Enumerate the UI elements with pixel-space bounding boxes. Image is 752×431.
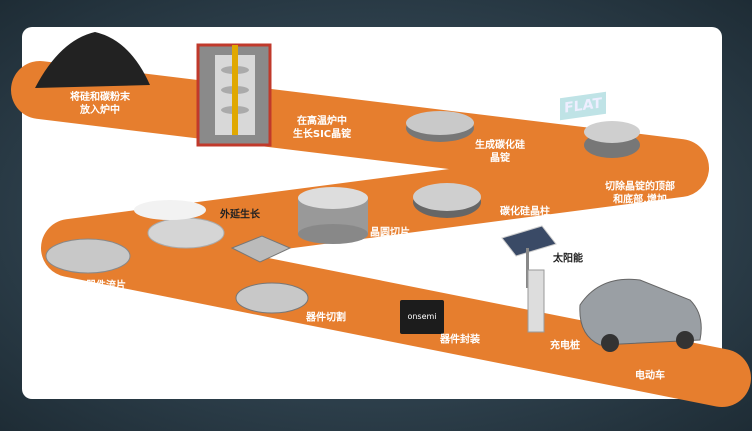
step-label-fab: 器件流片: [86, 280, 126, 292]
furnace-image: [196, 43, 272, 147]
step-label-powder: 将硅和碳粉末 放入炉中: [70, 92, 130, 116]
powder-pile-image: [35, 32, 150, 88]
charging-post-image: [527, 269, 545, 333]
process-band: [11, 61, 751, 407]
onsemi-chip: onsemi: [400, 300, 444, 334]
step-label-boule: 生成碳化硅 晶锭: [475, 140, 525, 164]
step-label-ev: 电动车: [635, 370, 665, 382]
step-label-dicing: 器件切割: [306, 312, 346, 324]
electric-car-image: [579, 278, 702, 346]
step-label-column: 碳化硅晶柱: [500, 206, 550, 218]
step-label-solar: 太阳能: [553, 253, 583, 265]
step-label-charger: 充电桩: [550, 340, 580, 352]
die-image: [230, 235, 292, 263]
epitaxy-wafer-image: [147, 217, 225, 249]
diced-wafer-image: [235, 282, 309, 314]
processed-wafer-image: [45, 238, 131, 274]
solar-panel-image: [501, 225, 557, 257]
step-label-slicing: 晶圆切片: [370, 227, 410, 239]
step-label-trim: 切除晶锭的顶部 和底部,增加 主平面: [605, 181, 675, 219]
step-label-furnace: 在高温炉中 生长SIC晶锭: [292, 116, 352, 140]
step-label-packaging: 器件封装: [440, 334, 480, 346]
step-label-epitaxy: 外延生长: [220, 209, 260, 221]
